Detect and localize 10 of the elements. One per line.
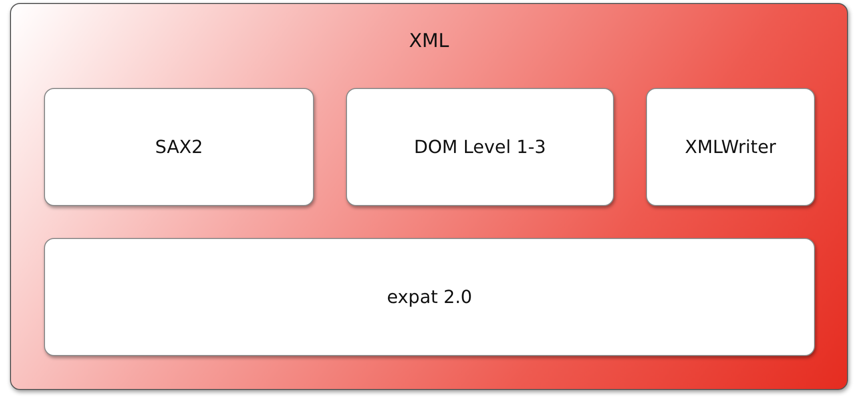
component-box (346, 88, 614, 206)
component-label: expat 2.0 (386, 286, 472, 308)
component-box (44, 88, 314, 206)
component-box (646, 88, 815, 206)
component-label: SAX2 (155, 136, 203, 158)
container-title: XML (408, 30, 450, 52)
container-box (10, 3, 848, 390)
component-box (44, 238, 815, 356)
component-label: XMLWriter (684, 136, 776, 158)
component-label: DOM Level 1-3 (414, 136, 546, 158)
